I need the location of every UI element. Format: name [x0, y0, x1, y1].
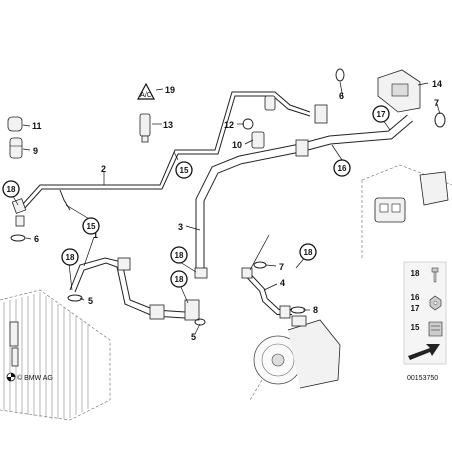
circled-17: 17	[377, 110, 386, 119]
valve-10	[251, 131, 265, 149]
bracket-14	[377, 69, 421, 113]
callout-6a: 6	[34, 234, 39, 244]
fastener-legend: 18 16 17 15	[403, 261, 447, 365]
circled-callouts: 15 15 18 18 18 18 18 16 17	[2, 105, 390, 288]
callout-7a: 7	[279, 262, 284, 272]
o-ring-7a	[253, 261, 267, 269]
o-ring-8	[290, 306, 306, 314]
arrow-icon	[408, 344, 440, 360]
circled-18-hose3-lower: 18	[175, 275, 184, 284]
circled-18-hose4: 18	[304, 248, 313, 257]
nut-icon	[429, 295, 442, 311]
callout-4: 4	[280, 278, 285, 288]
pipe-2	[11, 91, 311, 227]
callout-2: 2	[101, 164, 106, 174]
callout-8: 8	[313, 305, 318, 315]
callout-12: 12	[224, 120, 234, 130]
circled-15-top: 15	[180, 166, 189, 175]
circled-18-left: 18	[7, 185, 16, 194]
svg-text:A/C: A/C	[140, 92, 152, 99]
clip-icon	[428, 321, 443, 337]
o-ring-5b	[194, 318, 206, 326]
leader-lines	[12, 81, 441, 335]
callout-3: 3	[178, 222, 183, 232]
condenser	[0, 289, 111, 421]
callout-11: 11	[32, 121, 42, 131]
callout-9: 9	[33, 146, 38, 156]
o-ring-6b	[335, 68, 345, 82]
compressor	[249, 315, 341, 401]
legend-18: 18	[411, 269, 420, 278]
hose-3	[194, 104, 413, 279]
legend-16: 16	[411, 293, 420, 302]
evaporator-box	[361, 164, 452, 260]
hose-1	[69, 257, 200, 321]
pressure-switch-13	[139, 113, 151, 143]
part-callouts: 19 13 11 9 2 6 1 5 3 5 12 10 6 14 7 7 4 …	[32, 79, 442, 342]
copyright-text: © BMW AG	[17, 374, 53, 382]
callout-5b: 5	[191, 332, 196, 342]
circled-18-hose3-upper: 18	[175, 251, 184, 260]
o-ring-6a	[10, 234, 26, 242]
callout-6b: 6	[339, 91, 344, 101]
valve-9	[9, 137, 23, 159]
callout-10: 10	[232, 140, 242, 150]
callout-7b: 7	[434, 98, 439, 108]
part-12	[242, 118, 254, 130]
diagram-id: 00153750	[407, 375, 438, 382]
callout-13: 13	[163, 120, 173, 130]
o-ring-7b	[434, 112, 446, 128]
legend-17: 17	[411, 304, 420, 313]
sensor	[264, 95, 276, 111]
circled-18-hose1: 18	[66, 253, 75, 262]
callout-19: 19	[165, 85, 175, 95]
circled-15-left: 15	[87, 222, 96, 231]
callout-14: 14	[432, 79, 442, 89]
cap-11	[7, 116, 23, 132]
callout-5a: 5	[88, 296, 93, 306]
o-ring-5a	[67, 294, 83, 302]
hose-4	[241, 267, 292, 319]
legend-15: 15	[411, 323, 420, 332]
footer: © BMW AG 00153750	[6, 372, 438, 382]
callout-1: 1	[93, 230, 98, 240]
bolt-icon	[431, 267, 439, 283]
circled-16: 16	[338, 164, 347, 173]
warning-triangle-icon: A/C	[137, 82, 155, 100]
